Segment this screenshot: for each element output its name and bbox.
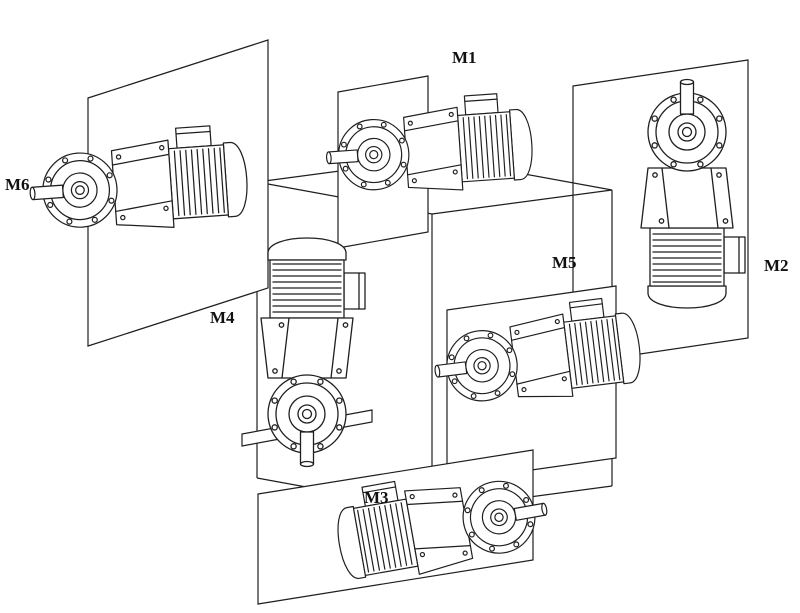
- label-m3: M3: [364, 488, 389, 507]
- label-m2: M2: [764, 256, 789, 275]
- label-m4: M4: [210, 308, 235, 327]
- label-m5: M5: [552, 253, 577, 272]
- label-m6: M6: [5, 175, 30, 194]
- diagram-artwork: [25, 39, 749, 605]
- label-m1: M1: [452, 48, 477, 67]
- gearmotor-m4: [260, 237, 366, 468]
